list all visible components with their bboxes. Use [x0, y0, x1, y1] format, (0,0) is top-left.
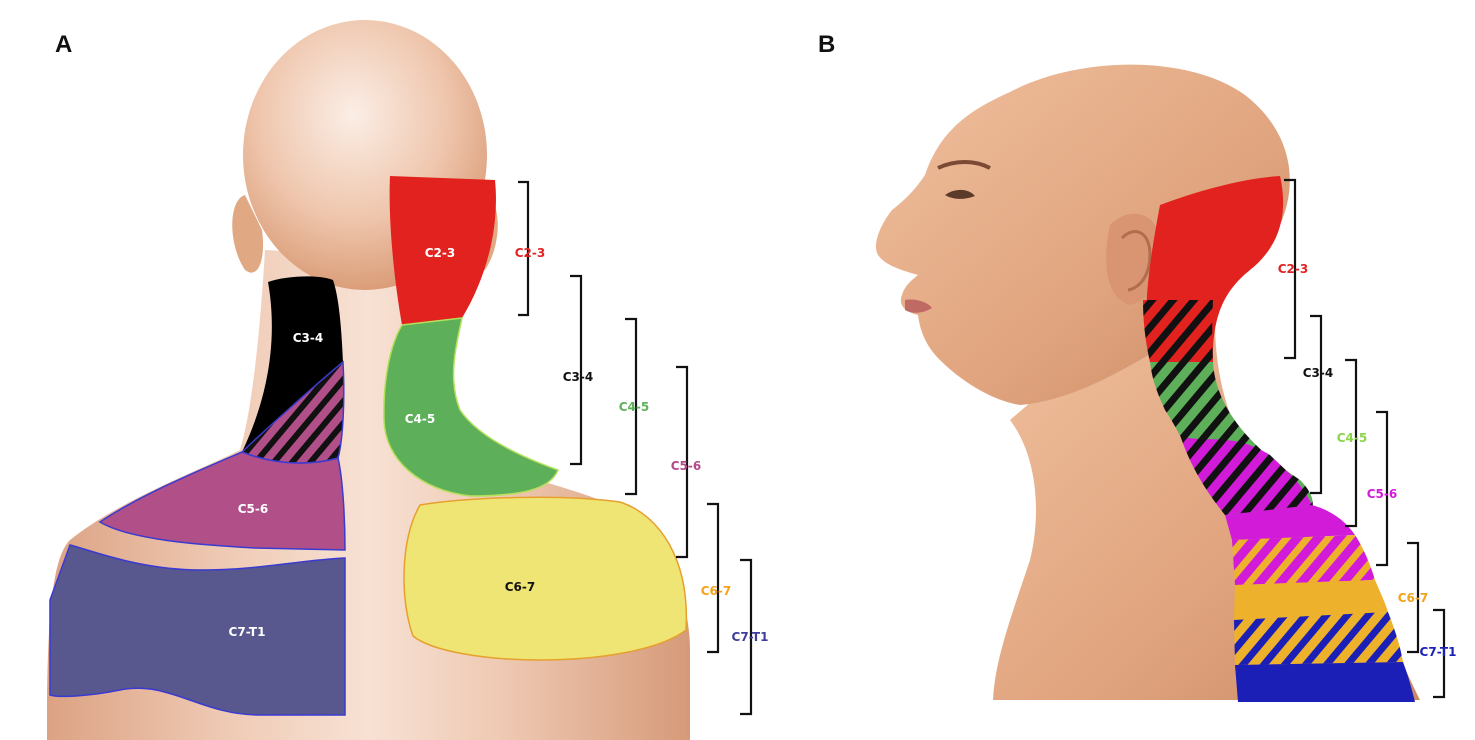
zone-b-c5-6 [1225, 505, 1355, 540]
bracket-label-c4-5: C4-5 [619, 400, 650, 414]
zone-label-c3-4: C3-4 [293, 331, 324, 345]
bracket-c5-6 [676, 365, 689, 559]
panel-a: C2-3 C3-4 C4-5 C5-6 C6-7 C7-T1 C2-3 C3-4… [47, 20, 768, 740]
zone-b-c7-t1 [1235, 662, 1415, 702]
bracket-label-c5-6: C5-6 [671, 459, 702, 473]
zone-label-c7-t1: C7-T1 [229, 625, 266, 639]
bracket-label-b-c5-6: C5-6 [1367, 487, 1398, 501]
zone-c4-5 [383, 317, 559, 497]
eye [945, 189, 975, 199]
bracket-label-c3-4: C3-4 [563, 370, 594, 384]
zone-b-c6-7 [1234, 580, 1388, 620]
left-ear [232, 195, 264, 273]
bracket-c4-5 [625, 317, 638, 496]
zone-c6-7 [403, 496, 688, 661]
bracket-label-b-c3-4: C3-4 [1303, 366, 1334, 380]
zone-b-c4-5-c5-6-overlap [1180, 435, 1312, 515]
bracket-b-c3-4 [1310, 314, 1323, 495]
bracket-label-c6-7: C6-7 [701, 584, 732, 598]
bracket-label-b-c4-5: C4-5 [1337, 431, 1368, 445]
zone-c7-t1 [49, 544, 346, 716]
ear-side-inner [1120, 230, 1152, 292]
bracket-c2-3 [518, 180, 530, 317]
panel-a-label: A [55, 31, 72, 58]
bracket-b-c5-6 [1376, 410, 1389, 567]
bracket-c7-t1 [740, 558, 753, 716]
bracket-c3-4 [570, 274, 583, 466]
zone-label-c4-5: C4-5 [405, 412, 436, 426]
zone-b-c2-3-overlap [1143, 300, 1213, 362]
zone-label-c6-7: C6-7 [505, 580, 536, 594]
bracket-label-b-c7-t1: C7-T1 [1420, 645, 1457, 659]
lips [905, 299, 932, 313]
zone-b-c5-6-c6-7-overlap [1232, 535, 1375, 585]
bracket-b-c6-7 [1407, 541, 1420, 654]
panel-b: C2-3 C3-4 C4-5 C5-6 C6-7 C7-T1 B [818, 31, 1456, 702]
bracket-label-b-c2-3: C2-3 [1278, 262, 1309, 276]
bracket-b-c2-3 [1284, 178, 1297, 360]
eyebrow [937, 160, 991, 170]
bracket-c6-7 [707, 502, 720, 654]
bracket-label-b-c6-7: C6-7 [1398, 591, 1429, 605]
bracket-label-c2-3: C2-3 [515, 246, 546, 260]
zone-label-c2-3: C2-3 [425, 246, 456, 260]
panel-b-label: B [818, 31, 835, 58]
zone-b-c6-7-c7-t1-overlap [1234, 612, 1403, 665]
zone-c2-3 [389, 176, 496, 325]
zone-c3-4 [242, 276, 343, 452]
bracket-label-c7-t1: C7-T1 [732, 630, 769, 644]
bracket-b-c7-t1 [1433, 608, 1446, 699]
bracket-b-c4-5 [1345, 358, 1358, 528]
zone-c5-6 [98, 451, 346, 551]
zone-label-c5-6: C5-6 [238, 502, 269, 516]
